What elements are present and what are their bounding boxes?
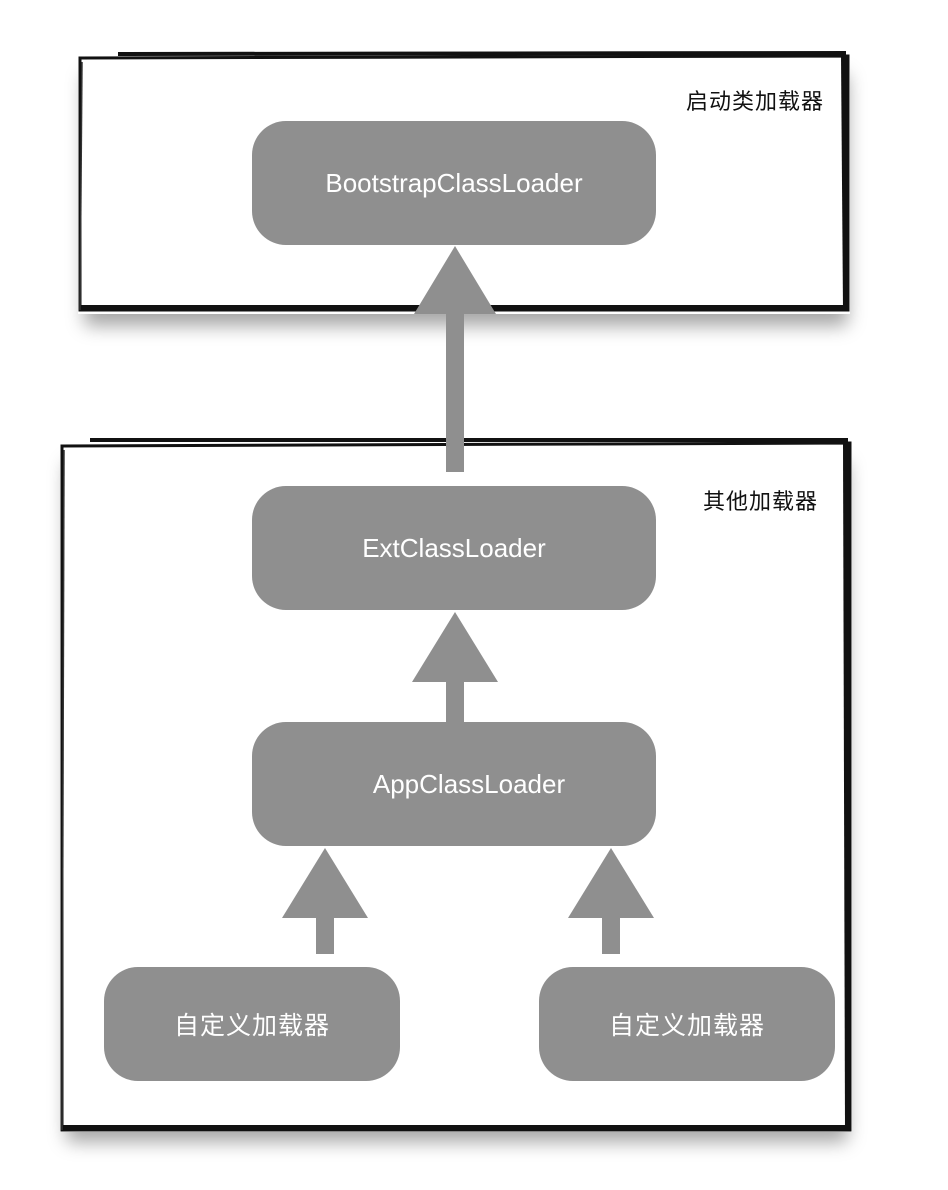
custom-loader-right-node: 自定义加载器 (539, 967, 835, 1081)
arrow-up-icon (414, 246, 496, 472)
ext-classloader-label: ExtClassLoader (362, 532, 546, 563)
arrow-app-to-ext (412, 612, 498, 722)
arrow-custom-right-to-app (568, 848, 654, 954)
custom-loader-left-label: 自定义加载器 (173, 1011, 330, 1040)
app-classloader-node: AppClassLoader (252, 722, 656, 846)
bootstrap-classloader-label: BootstrapClassLoader (325, 167, 583, 198)
custom-loader-right-label: 自定义加载器 (608, 1011, 765, 1040)
bootstrap-frame-label: 启动类加载器 (685, 90, 824, 115)
arrow-up-icon (282, 848, 368, 954)
app-classloader-label: AppClassLoader (372, 768, 566, 799)
bootstrap-classloader-node: BootstrapClassLoader (252, 121, 656, 245)
arrow-custom-left-to-app (282, 848, 368, 954)
arrow-up-icon (412, 612, 498, 722)
arrow-up-icon (568, 848, 654, 954)
others-frame-label: 其他加载器 (702, 490, 818, 515)
others-frame-border (60, 438, 852, 1132)
arrow-ext-to-bootstrap (414, 246, 496, 472)
ext-classloader-node: ExtClassLoader (252, 486, 656, 610)
custom-loader-left-node: 自定义加载器 (104, 967, 400, 1081)
